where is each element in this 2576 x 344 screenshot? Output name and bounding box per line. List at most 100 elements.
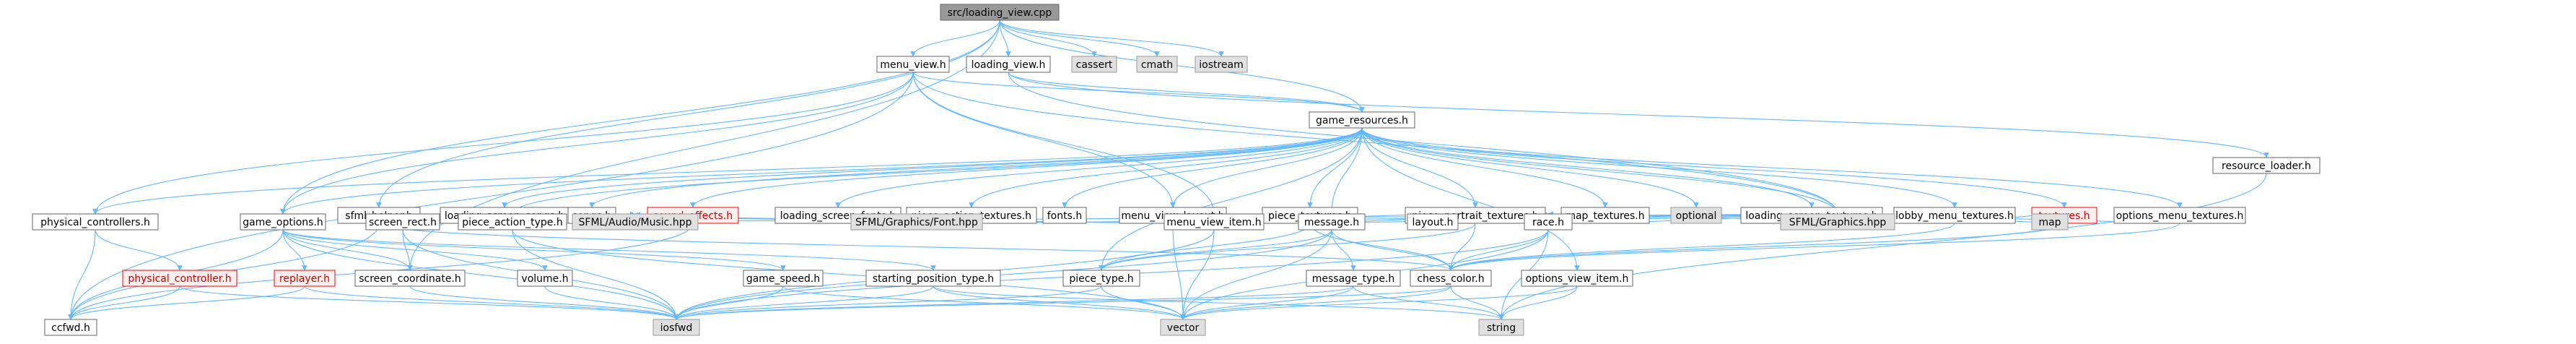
node-box-string (1478, 319, 1524, 336)
edge-game_resources_h-to-piece_action_type_h (510, 127, 1363, 215)
node-box-fonts_h (1042, 207, 1087, 224)
edge-menu_view_item_h-to-vector (1180, 229, 1215, 320)
node-fonts_h[interactable]: fonts.h (1042, 207, 1087, 224)
node-label-piece_type_h: piece_type.h (1069, 273, 1133, 285)
node-message_h[interactable]: message.h (1298, 213, 1366, 231)
edge-game_options_h-to-volume_h (282, 229, 548, 271)
edge-physical_controller_h-to-iosfwd (179, 285, 679, 320)
node-label-sfml_graphics_font: SFML/Graphics/Font.hpp (855, 217, 978, 228)
edge-menu_view_h-to-sfml_graphics (912, 72, 1841, 215)
node-label-game_options_h: game_options.h (243, 217, 323, 228)
edge-game_resources_h-to-lobby_menu_textures_h (1361, 127, 1957, 208)
edge-game_options_h-to-replayer_h (282, 229, 307, 271)
node-piece_type_h[interactable]: piece_type.h (1062, 270, 1140, 287)
node-label-replayer_h: replayer.h (279, 273, 330, 285)
node-label-layout_h: layout.h (1412, 217, 1453, 228)
node-label-volume_h: volume.h (521, 273, 568, 285)
node-label-message_type_h: message_type.h (1312, 273, 1395, 285)
node-screen_rect_h[interactable]: screen_rect.h (365, 213, 440, 231)
node-root[interactable]: src/loading_view.cpp (940, 4, 1060, 21)
edge-chess_color_h-to-vector (1180, 285, 1451, 320)
edge-game_resources_h-to-sound_effects_h (690, 127, 1363, 208)
node-vector: vector (1160, 319, 1206, 336)
edge-root-to-cmath (999, 20, 1160, 57)
node-menu_view_h[interactable]: menu_view.h (876, 56, 950, 73)
edge-piece_action_type_h-to-iosfwd (512, 229, 679, 320)
edge-game_resources_h-to-textures_h (1361, 127, 2067, 208)
node-label-game_speed_h: game_speed.h (746, 273, 820, 285)
edge-root-to-sfml_helper_h (376, 20, 1000, 208)
edge-root-to-loading_view_h (999, 20, 1011, 57)
node-box-piece_action_type_h (458, 213, 567, 231)
edge-message_h-to-message_type_h (1331, 229, 1356, 271)
node-loading_view_h[interactable]: loading_view.h (966, 56, 1051, 73)
edge-game_speed_h-to-vector (782, 285, 1186, 320)
edge-game_resources_h-to-physical_controllers_h (92, 127, 1363, 215)
edge-root-to-game_options_h (280, 20, 1000, 215)
node-starting_position_type_h[interactable]: starting_position_type.h (865, 270, 1001, 287)
edge-root-to-game_resources_h (999, 20, 1365, 113)
node-box-cassert (1071, 56, 1117, 73)
node-label-piece_action_type_h: piece_action_type.h (462, 217, 562, 228)
node-physical_controllers_h[interactable]: physical_controllers.h (32, 213, 159, 231)
node-box-map (2031, 213, 2069, 231)
edge-root-to-iostream (999, 20, 1224, 57)
node-label-iosfwd: iosfwd (660, 322, 693, 334)
node-box-iostream (1195, 56, 1248, 73)
edge-replayer_h-to-ccfwd_h (68, 285, 305, 320)
node-box-physical_controller_h (122, 270, 237, 287)
node-resource_loader_h[interactable]: resource_loader.h (2212, 157, 2320, 174)
node-label-options_menu_textures_h: options_menu_textures.h (2116, 210, 2244, 222)
node-options_view_item_h[interactable]: options_view_item.h (1521, 270, 1633, 287)
node-label-fonts_h: fonts.h (1047, 210, 1082, 222)
node-box-layout_h (1407, 213, 1459, 231)
node-volume_h[interactable]: volume.h (517, 270, 573, 287)
edge-game_resources_h-to-loading_screen_fonts_h (835, 127, 1363, 208)
node-replayer_h[interactable]: replayer.h (274, 270, 336, 287)
node-box-piece_type_h (1062, 270, 1140, 287)
node-label-message_h: message.h (1304, 217, 1359, 228)
node-box-screen_rect_h (365, 213, 440, 231)
node-map_textures_h[interactable]: map_textures.h (1560, 207, 1650, 224)
edge-physical_controller_h-to-ccfwd_h (68, 285, 180, 320)
node-options_menu_textures_h[interactable]: options_menu_textures.h (2113, 207, 2246, 224)
node-label-root: src/loading_view.cpp (948, 7, 1052, 19)
node-box-volume_h (517, 270, 573, 287)
node-iosfwd: iosfwd (652, 319, 700, 336)
node-menu_view_item_h[interactable]: menu_view_item.h (1163, 213, 1265, 231)
node-box-vector (1160, 319, 1206, 336)
edge-menu_view_h-to-menu_view_layout_h (912, 72, 1176, 208)
edge-physical_controllers_h-to-ccfwd_h (68, 229, 96, 320)
edge-game_options_h-to-screen_coordinate_h (282, 229, 413, 271)
edge-piece_action_type_h-to-vector (512, 229, 1186, 320)
edge-message_type_h-to-string (1353, 285, 1504, 320)
node-ccfwd_h[interactable]: ccfwd.h (44, 319, 97, 336)
node-box-root (940, 4, 1060, 21)
node-box-game_speed_h (743, 270, 824, 287)
edge-piece_textures_h-to-piece_type_h (1099, 223, 1311, 271)
node-race_h[interactable]: race.h (1524, 213, 1573, 231)
edge-starting_position_type_h-to-iosfwd (673, 285, 934, 320)
node-layout_h[interactable]: layout.h (1407, 213, 1459, 231)
node-box-game_options_h (240, 213, 326, 231)
edge-loading_view_h-to-game_resources_h (1008, 72, 1365, 113)
node-label-sfml_graphics: SFML/Graphics.hpp (1789, 217, 1887, 228)
node-piece_action_type_h[interactable]: piece_action_type.h (458, 213, 567, 231)
edge-game_resources_h-to-optional (1361, 127, 1699, 208)
node-optional: optional (1670, 207, 1722, 224)
node-game_options_h[interactable]: game_options.h (240, 213, 326, 231)
node-game_resources_h[interactable]: game_resources.h (1309, 111, 1415, 129)
node-box-sfml_graphics_font (850, 213, 983, 231)
node-label-loading_view_h: loading_view.h (972, 59, 1046, 71)
edge-game_resources_h-to-songs_h (589, 127, 1363, 208)
node-lobby_menu_textures_h[interactable]: lobby_menu_textures.h (1893, 207, 2016, 224)
node-screen_coordinate_h[interactable]: screen_coordinate.h (354, 270, 466, 287)
node-box-sfml_audio_music (572, 213, 699, 231)
edge-game_options_h-to-game_speed_h (282, 229, 786, 271)
node-physical_controller_h[interactable]: physical_controller.h (122, 270, 237, 287)
node-chess_color_h[interactable]: chess_color.h (1410, 270, 1492, 287)
node-message_type_h[interactable]: message_type.h (1306, 270, 1401, 287)
edge-piece_portrait_textures_h-to-chess_color_h (1448, 223, 1476, 271)
edge-options_menu_textures_h-to-chess_color_h (1448, 223, 2180, 271)
node-game_speed_h[interactable]: game_speed.h (743, 270, 824, 287)
